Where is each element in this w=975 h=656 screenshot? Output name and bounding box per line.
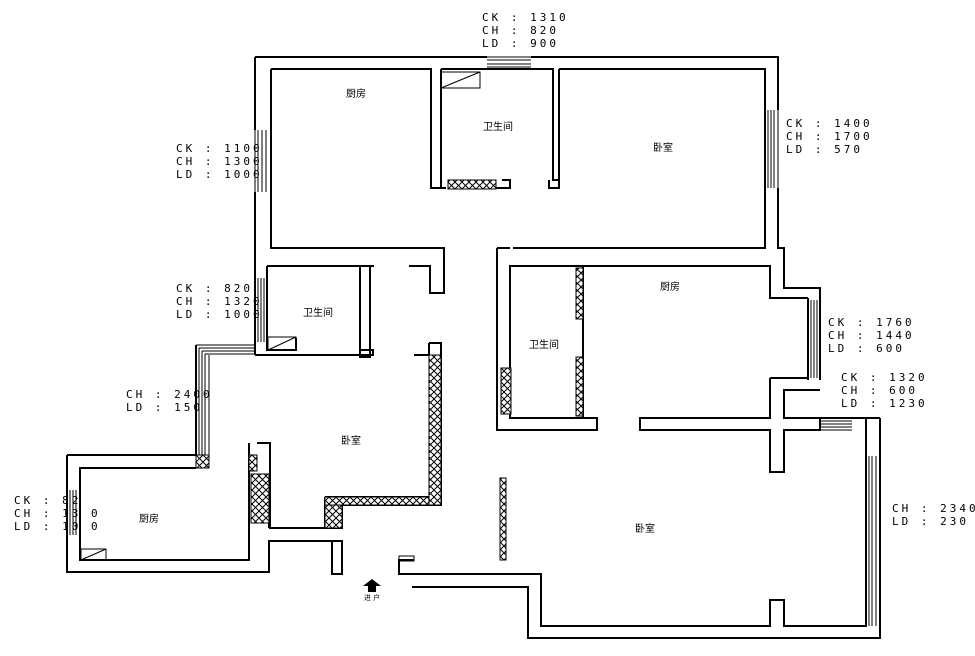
room-label-bedroom-bottom-right: 卧室 xyxy=(635,522,655,535)
fixtures xyxy=(80,71,481,562)
room-label-bedroom-top-right: 卧室 xyxy=(653,141,673,154)
entrance-label: 进 户 xyxy=(364,593,380,602)
room-label-bath-mid-right: 卫生间 xyxy=(529,338,559,351)
annotation-top-window: CK : 1310 CH : 820 LD : 900 xyxy=(482,11,578,50)
entrance-marker: 进 户 xyxy=(363,579,381,602)
room-label-kitchen-left: 厨房 xyxy=(139,512,159,525)
annotation-right-lower-window: CK : 1320 CH : 600 LD : 1230 xyxy=(841,371,937,410)
windows xyxy=(66,56,881,626)
room-label-bedroom-left: 卧室 xyxy=(341,434,361,447)
dimension-annotations: CK : 1310 CH : 820 LD : 900 CK : 1100 CH… xyxy=(14,11,975,533)
hatched-walls xyxy=(195,179,584,561)
annotation-right-bottom-window: CH : 2340 LD : 230 xyxy=(892,502,975,528)
annotation-right-upper-window: CK : 1400 CH : 1700 LD : 570 xyxy=(786,117,882,156)
annotation-right-mid-window: CK : 1760 CH : 1440 LD : 600 xyxy=(828,316,924,355)
room-label-kitchen-top: 厨房 xyxy=(346,87,366,100)
annotation-left-corner-window: CH : 2400 LD : 150 xyxy=(126,388,222,414)
room-label-kitchen-mid-right: 厨房 xyxy=(660,280,680,293)
annotation-left-upper-window: CK : 1100 CH : 1300 LD : 1000 xyxy=(176,142,272,181)
room-label-bath-mid-left: 卫生间 xyxy=(303,306,333,319)
room-label-bath-top: 卫生间 xyxy=(483,120,513,133)
annotation-far-left-window: CK : 82 CH : 13 0 LD : 10 0 xyxy=(14,494,110,533)
room-labels: 厨房 卫生间 卧室 卫生间 卫生间 厨房 卧室 厨房 卧室 xyxy=(139,87,680,535)
annotation-left-mid-window: CK : 820 CH : 1320 LD : 1000 xyxy=(176,282,272,321)
